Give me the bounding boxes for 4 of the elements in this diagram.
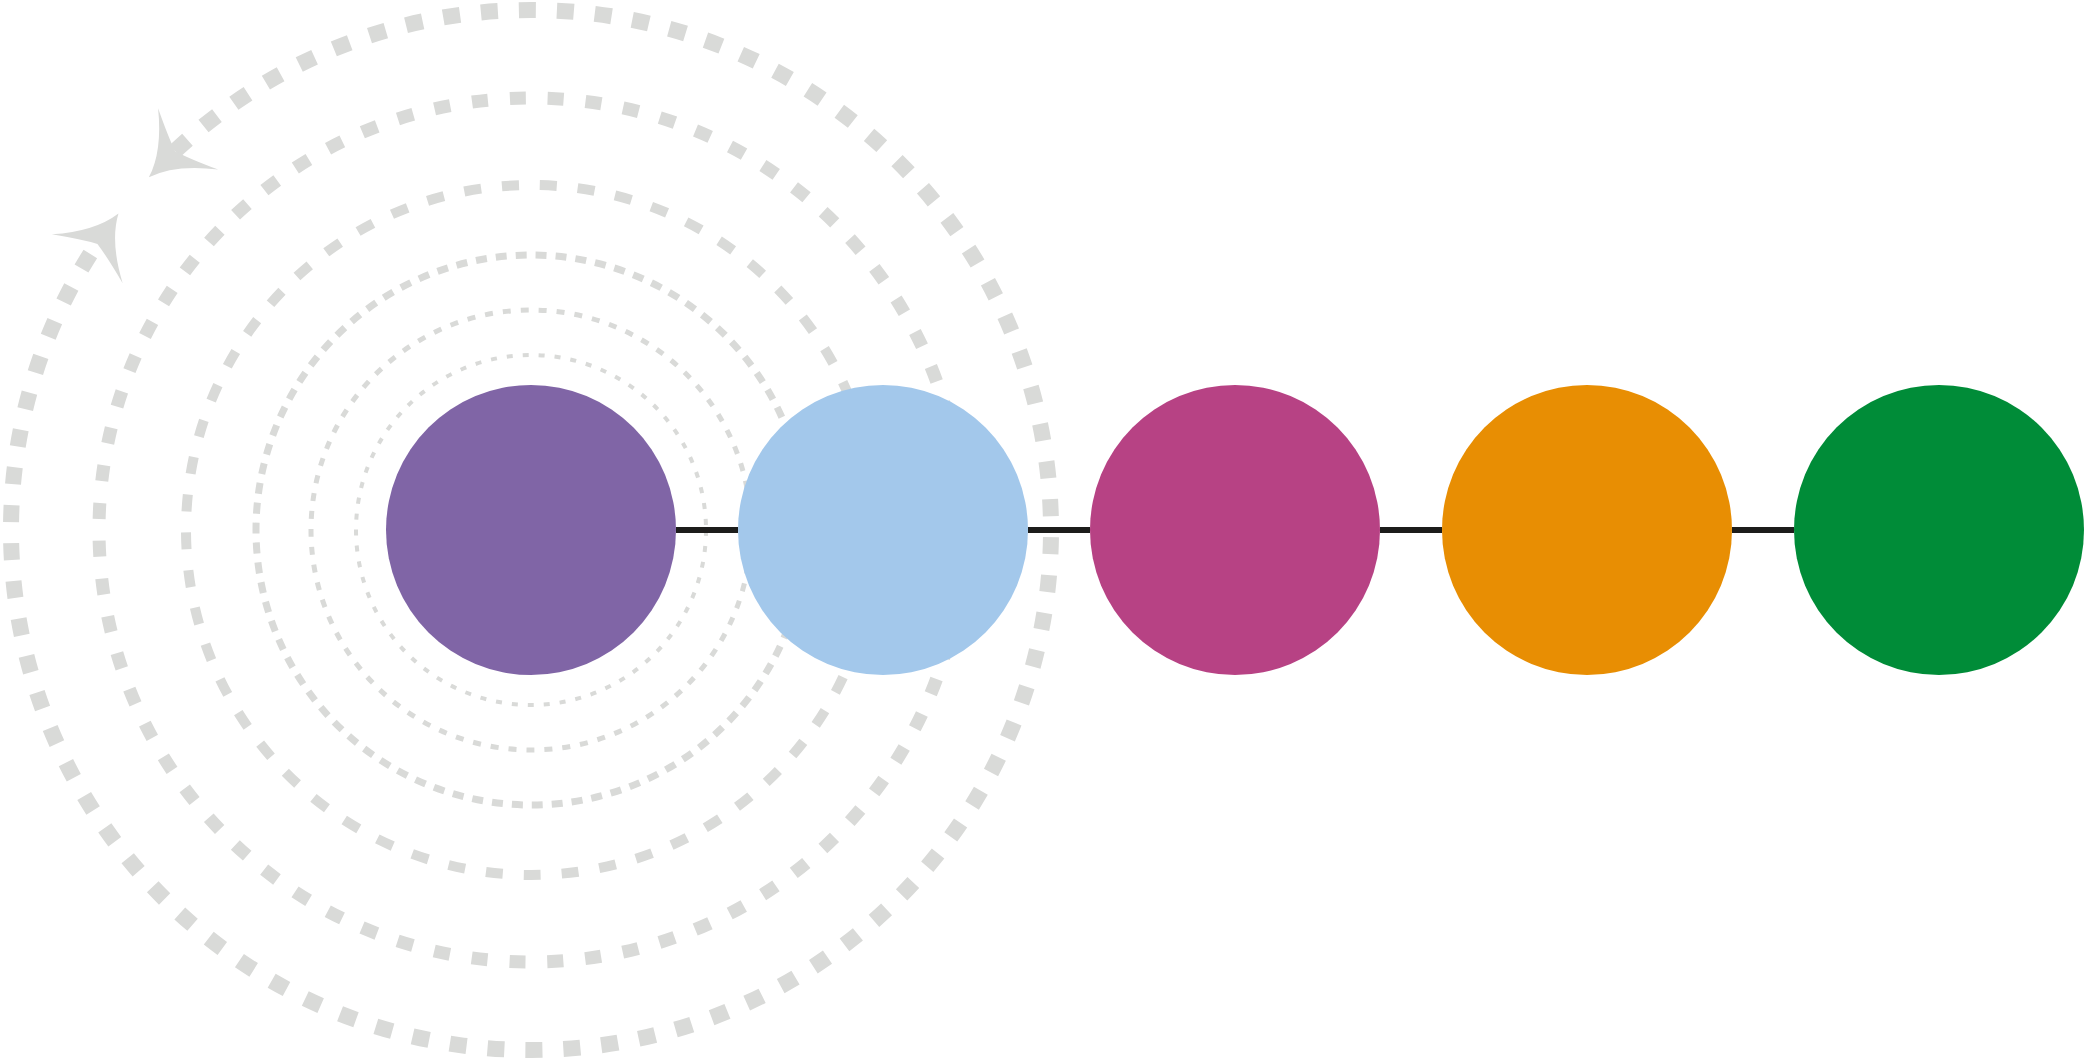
connector-line: [676, 527, 738, 533]
connector-line: [1380, 527, 1442, 533]
connector-line: [1732, 527, 1794, 533]
connector-line: [1028, 527, 1090, 533]
